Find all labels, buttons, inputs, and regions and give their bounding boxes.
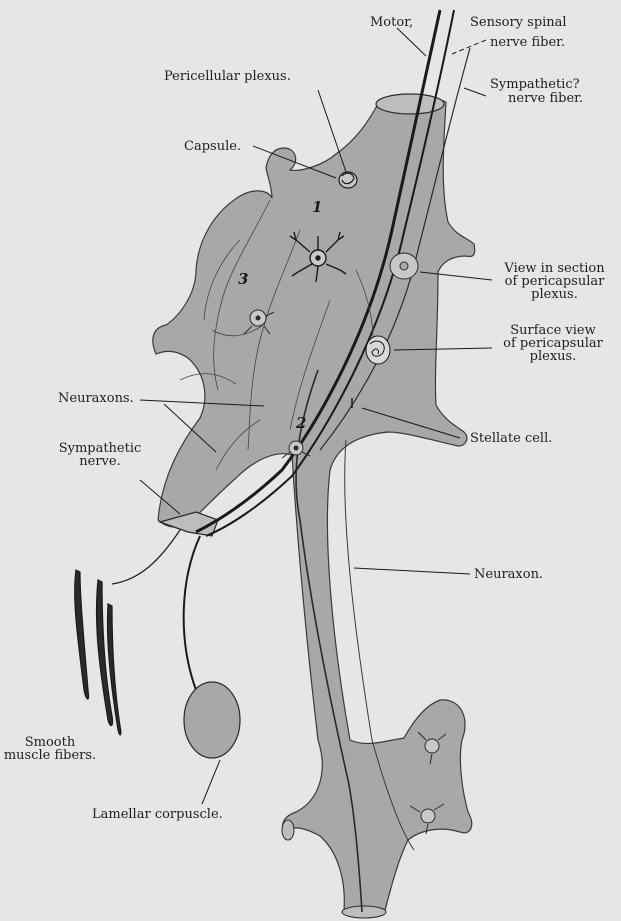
label-neuraxons: Neuraxons.: [58, 392, 134, 405]
ganglion-body: [153, 97, 475, 918]
label-lamellar-corpuscle: Lamellar corpuscle.: [92, 808, 223, 821]
label-stellate-cell: Stellate cell.: [470, 432, 552, 445]
view-section-line3: plexus.: [488, 288, 621, 301]
fiber-to-muscle: [112, 530, 180, 584]
label-sensory-line2: nerve fiber.: [490, 36, 565, 49]
label-pericellular-plexus: Pericellular plexus.: [164, 70, 291, 83]
smooth-line2: muscle fibers.: [0, 749, 100, 762]
capsule-plexus: [339, 172, 357, 188]
label-neuraxon: Neuraxon.: [474, 568, 543, 581]
surface-view-line3: plexus.: [492, 350, 614, 363]
label-motor: Motor,: [370, 16, 413, 29]
label-view-in-section: View in section of pericapsular plexus.: [488, 262, 621, 301]
label-capsule: Capsule.: [184, 140, 241, 153]
label-smooth-muscle: Smooth muscle fibers.: [0, 736, 100, 762]
smooth-muscle-fibers: [75, 570, 121, 735]
lamellar-corpuscle: [184, 682, 240, 758]
label-sympathetic-nerve: Sympathetic nerve.: [50, 442, 150, 468]
cell-number-3: 3: [238, 270, 248, 288]
label-sympathetic-fiber-line1: Sympathetic?: [490, 78, 580, 91]
label-surface-view: Surface view of pericapsular plexus.: [492, 324, 614, 363]
label-sympathetic-fiber-line2: nerve fiber.: [508, 92, 583, 105]
pericapsular-section: [390, 253, 418, 279]
ganglion-bottom-opening: [342, 906, 386, 918]
pericapsular-surface: [366, 336, 390, 364]
cell-number-1: 1: [312, 198, 322, 216]
cell-number-2: 2: [296, 414, 306, 432]
label-sensory-line1: Sensory spinal: [470, 16, 567, 29]
sympathetic-nerve-line2: nerve.: [50, 455, 150, 468]
process-cut-end: [282, 820, 294, 840]
